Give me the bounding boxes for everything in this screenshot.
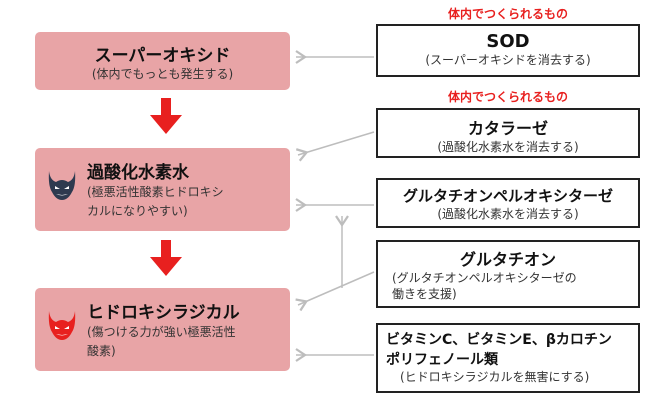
vitamins-title-line1: ビタミンC、ビタミンE、βカロチン	[386, 332, 612, 348]
hydroxyl-box: ヒドロキシラジカル (傷つける力が強い極悪活性 酸素)	[35, 288, 290, 371]
superoxide-title: スーパーオキシド	[94, 46, 231, 66]
sod-title: SOD	[486, 31, 530, 52]
peroxide-title: 過酸化水素水	[87, 163, 189, 183]
peroxide-box: 過酸化水素水 (極悪活性酸素ヒドロキシ カルになりやすい)	[35, 148, 290, 231]
sod-sub: (スーパーオキシドを消去する)	[425, 53, 591, 67]
peroxide-sub-line2: カルになりやすい)	[87, 204, 188, 218]
glutathione-box: グルタチオン (グルタチオンペルオキシターゼの 働きを支援)	[376, 240, 640, 308]
peroxide-sub-line1: (極悪活性酸素ヒドロキシ	[87, 185, 224, 199]
glutathione-title: グルタチオン	[459, 250, 556, 269]
note-made-in-body-middle: 体内でつくられるもの	[447, 90, 568, 104]
superoxide-sub: (体内でもっとも発生する)	[91, 67, 234, 81]
red-arrow-1	[150, 98, 182, 134]
glutathione-sub-line1: (グルタチオンペルオキシターゼの	[392, 271, 577, 285]
gpx-title: グルタチオンペルオキシターゼ	[402, 187, 613, 205]
note-made-in-body-top: 体内でつくられるもの	[447, 7, 568, 21]
red-arrow-2	[150, 240, 182, 276]
vitamins-title-line2: ポリフェノール類	[386, 352, 498, 368]
connector-catalase	[295, 131, 375, 162]
devil-icon-red	[48, 311, 76, 340]
hydroxyl-sub-line2: 酸素)	[87, 344, 116, 358]
catalase-title: カタラーゼ	[467, 119, 548, 138]
sod-box: SOD (スーパーオキシドを消去する)	[376, 24, 640, 77]
connector-glutathione	[295, 271, 375, 312]
gpx-sub: (過酸化水素水を消去する)	[437, 207, 579, 221]
gpx-box: グルタチオンペルオキシターゼ (過酸化水素水を消去する)	[376, 178, 640, 228]
vitamins-sub: (ヒドロキシラジカルを無害にする)	[400, 370, 590, 384]
superoxide-box: スーパーオキシド (体内でもっとも発生する)	[35, 32, 290, 90]
glutathione-sub-line2: 働きを支援)	[392, 287, 457, 301]
catalase-sub: (過酸化水素水を消去する)	[437, 140, 579, 154]
hydroxyl-title: ヒドロキシラジカル	[87, 303, 240, 323]
devil-icon-navy	[48, 171, 76, 200]
vitamins-box: ビタミンC、ビタミンE、βカロチン ポリフェノール類 (ヒドロキシラジカルを無害…	[376, 323, 640, 393]
catalase-box: カタラーゼ (過酸化水素水を消去する)	[376, 108, 640, 158]
hydroxyl-sub-line1: (傷つける力が強い極悪活性	[87, 325, 236, 339]
